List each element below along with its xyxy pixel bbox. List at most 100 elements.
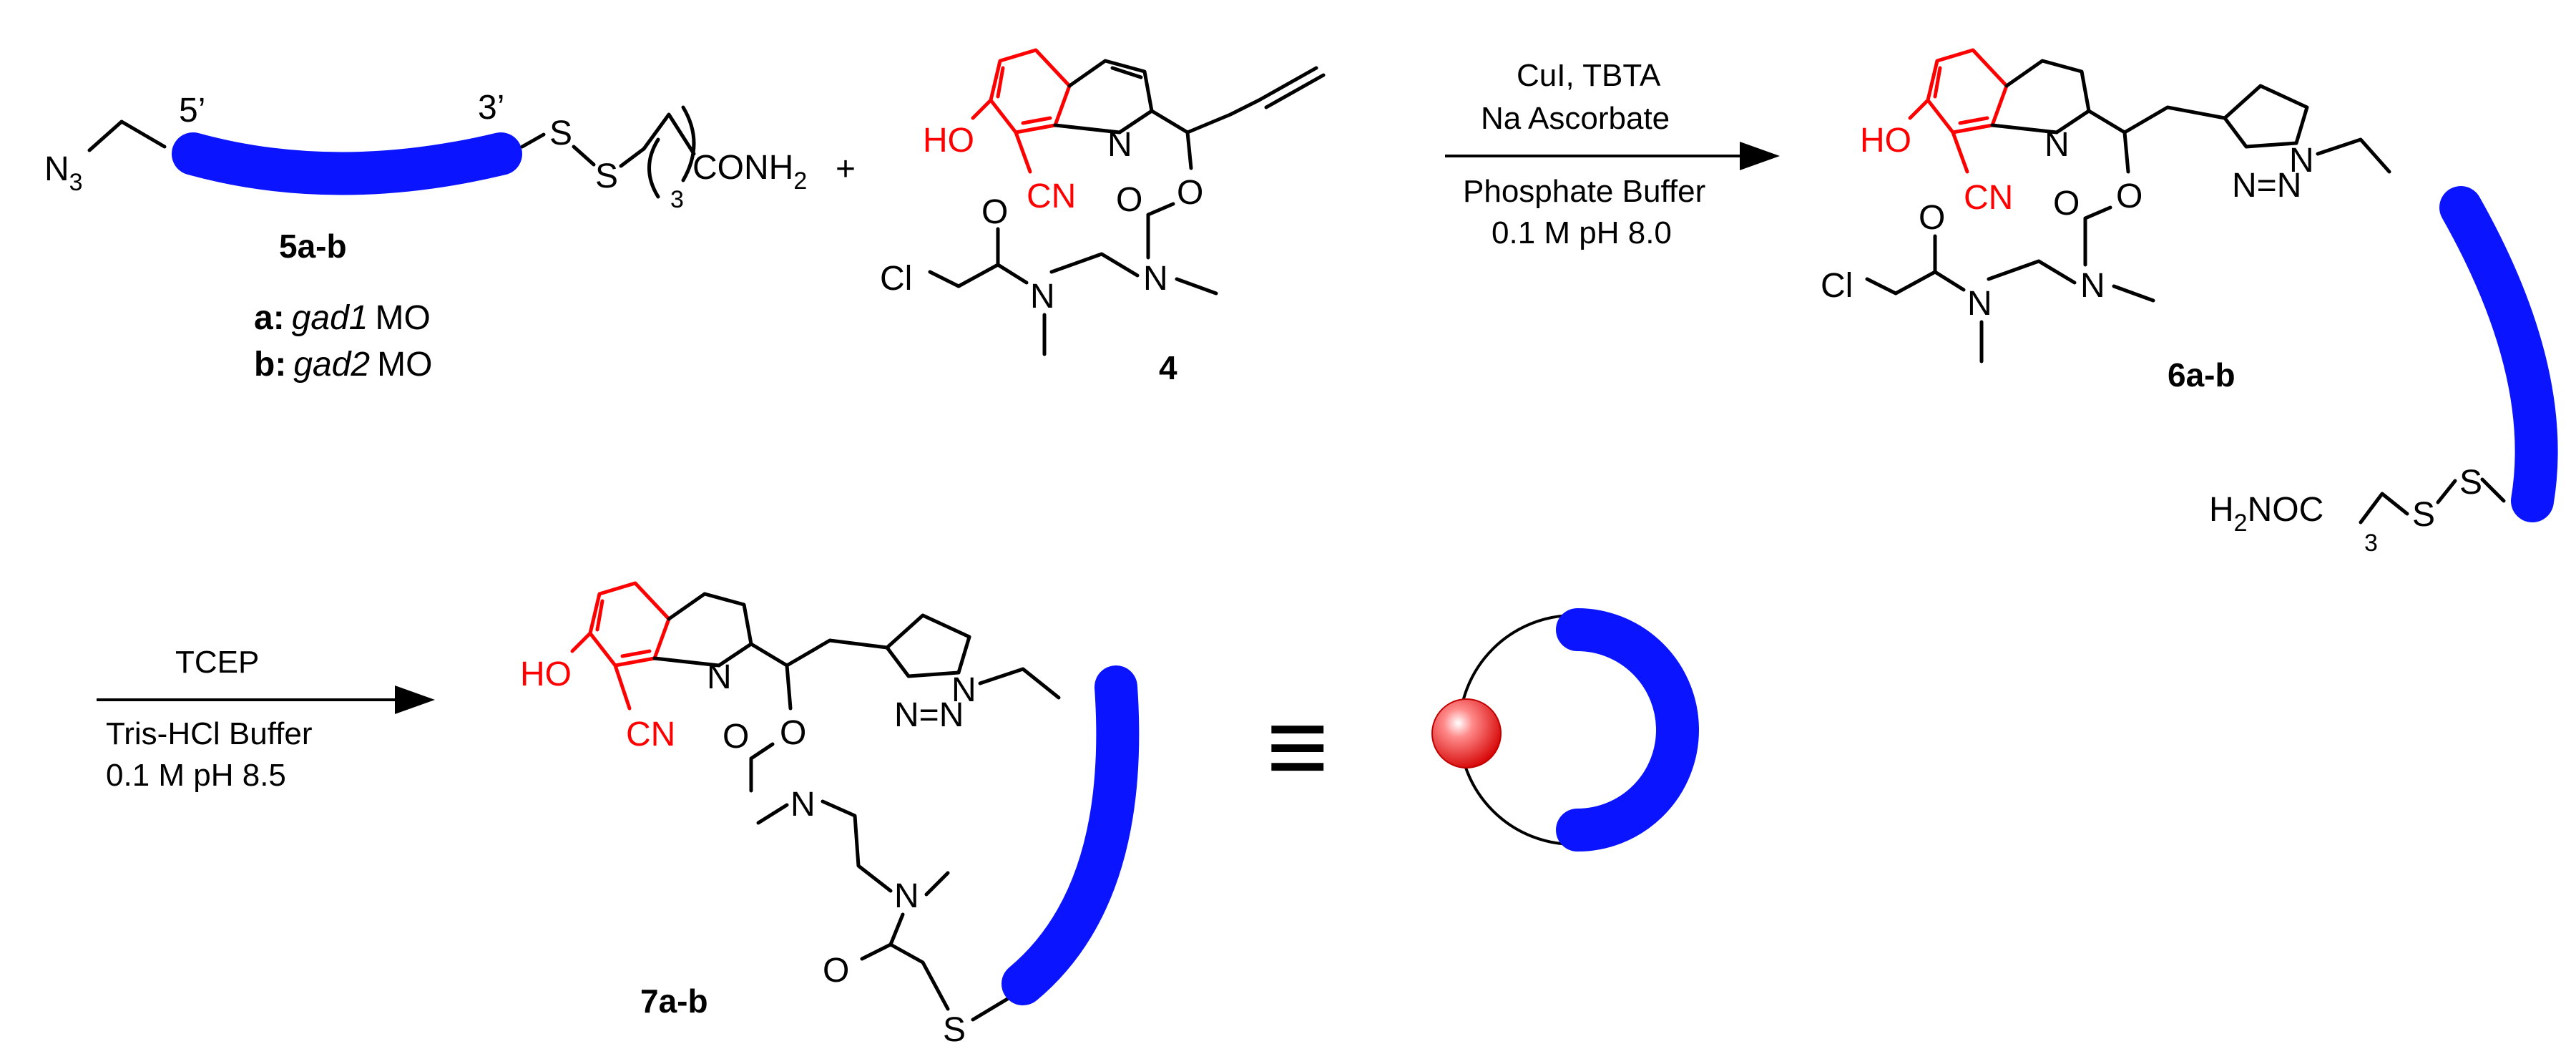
cartoon-morpholino-arc [1556,608,1699,852]
morpholino-strand [172,132,522,195]
compound-6-side-chain [2087,105,2227,135]
compound-6-o-carbonyl: O [2053,185,2080,223]
compound-7-oh-bond [570,631,592,653]
compound-4-oh-bond [971,98,993,120]
compound-6-s1: S [2412,496,2435,534]
compound-7-o-carbonyl: O [723,718,749,756]
compound-6-s2: S [2459,464,2482,502]
compound-6-amide-label: H2NOC [2209,491,2323,537]
compound-7-pyridine-ring [652,592,753,668]
compound-7-triazole-n1: N [951,671,976,709]
compound-4-o-ester: O [1177,174,1203,212]
plus-sign: + [836,150,856,188]
step1-reagent-2: Na Ascorbate [1481,101,1670,136]
compound-7-o-ester: O [780,714,806,752]
compound-6-ring-double-bonds [1933,66,1989,125]
strand-sulfur-bond [520,132,546,149]
compound-4-o-amide: O [981,193,1008,231]
compound-7-ho: HO [520,655,572,693]
compound-7-ester-bond [785,663,793,711]
compound-6-chain-repeat: 3 [2364,530,2378,557]
compound-6-triazole-n1: N [2289,142,2314,180]
compound-4-pyridine-ring [1053,59,1154,135]
compound-6-triazole-n23: N=N [2232,167,2301,205]
compound-4-ring-double-bonds [996,66,1052,125]
amide-label: CONH2 [692,149,807,195]
compound-4-n2: N [1143,260,1168,298]
compound-4-pyridine-double [1110,66,1143,79]
reaction-step-2: TCEP Tris-HCl Buffer 0.1 M pH 8.5 [97,645,435,793]
compound-7-triazole-n23: N=N [894,696,964,734]
compound-4-cn: CN [1027,177,1076,215]
compound-5-id: 5a-b [279,228,347,265]
step1-solvent-2: 0.1 M pH 8.0 [1492,215,1672,250]
compound-7-s-strand-bond [971,996,1011,1022]
three-prime-label: 3’ [478,89,504,127]
azide-label: N3 [44,150,83,196]
compound-4: N HO CN O O N N O Cl 4 [880,48,1326,386]
compound-6-pyridine-ring [1990,59,2091,135]
compound-4-cn-bond [1014,130,1032,174]
compound-7-cn-bond [613,663,632,711]
compound-6-morpholino-strand [2439,186,2558,522]
step2-solvent-1: Tris-HCl Buffer [106,716,312,751]
chain-segment [642,112,696,156]
compound-6-disulfide [2436,479,2457,504]
reaction-step-1: CuI, TBTA Na Ascorbate Phosphate Buffer … [1445,58,1780,250]
compound-6-ho: HO [1860,122,1911,160]
compound-7-ring-double-bonds [595,599,652,658]
compound-4-o-carbonyl: O [1116,181,1142,219]
compound-6-o-amide: O [1919,199,1945,237]
compound-4-ring-n: N [1107,126,1132,164]
compound-7-cn: CN [626,716,675,753]
compound-6-chain [2359,492,2409,524]
disulfide-bond [572,145,596,167]
compound-7-o-amide: O [823,952,849,990]
compound-6-linker [2316,137,2391,174]
cyclic-morpholino-cartoon [1431,608,1699,852]
compound-4-ho: HO [923,122,974,160]
compound-4-alkyne [1257,66,1326,109]
compound-7-s: S [943,1011,966,1049]
chain-bond [619,147,646,168]
step2-reagent-1: TCEP [175,645,259,680]
compound-6-cn: CN [1964,179,2013,217]
sulfur-1-label: S [549,114,572,152]
azide-linker-bond [87,119,167,152]
compound-7-triazole [885,613,971,678]
five-prime-label: 5’ [179,92,205,130]
compound-4-side-chain [1150,98,1261,135]
compound-4-chloroacetyl [928,263,1000,288]
cartoon-caging-group [1431,698,1502,768]
compound-6-ring-n: N [2044,126,2070,164]
compound-7: N HO CN N N=N O O N N O S 7a-b [520,581,1140,1049]
compound-4-cl: Cl [880,260,912,298]
step1-reagent-1: CuI, TBTA [1517,58,1661,93]
compound-6-strand-sulfur-bond [2480,477,2506,503]
compound-7-n1: N [790,786,816,824]
step1-solvent-1: Phosphate Buffer [1463,174,1705,209]
compound-6-n1: N [1967,285,1992,323]
chain-repeat-label: 3 [670,186,684,213]
compound-4-diamine [1049,252,1218,296]
compound-6-cl: Cl [1821,267,1853,305]
compound-7-thioether-chain [888,942,950,1011]
compound-6-ester-bond [2122,130,2130,174]
compound-6-id: 6a-b [2168,356,2235,394]
compound-7-side-chain [749,638,889,668]
compound-7-carbamate [749,742,775,793]
compound-6-n2: N [2080,267,2105,305]
chain-paren-right [681,105,696,182]
compound-6-triazole [2223,84,2309,149]
compound-4-ester-bond [1185,130,1193,170]
chain-paren-left [647,137,660,199]
compound-6-diamine [1987,259,2155,303]
step2-solvent-2: 0.1 M pH 8.5 [106,758,286,793]
compound-6-chloroacetyl [1865,270,1937,296]
compound-6-carbamate [2083,205,2112,267]
compound-6: N HO CN N N=N O O N N O Cl 6a-b S S 3 H2… [1821,48,2558,557]
compound-4-n1: N [1030,278,1055,316]
